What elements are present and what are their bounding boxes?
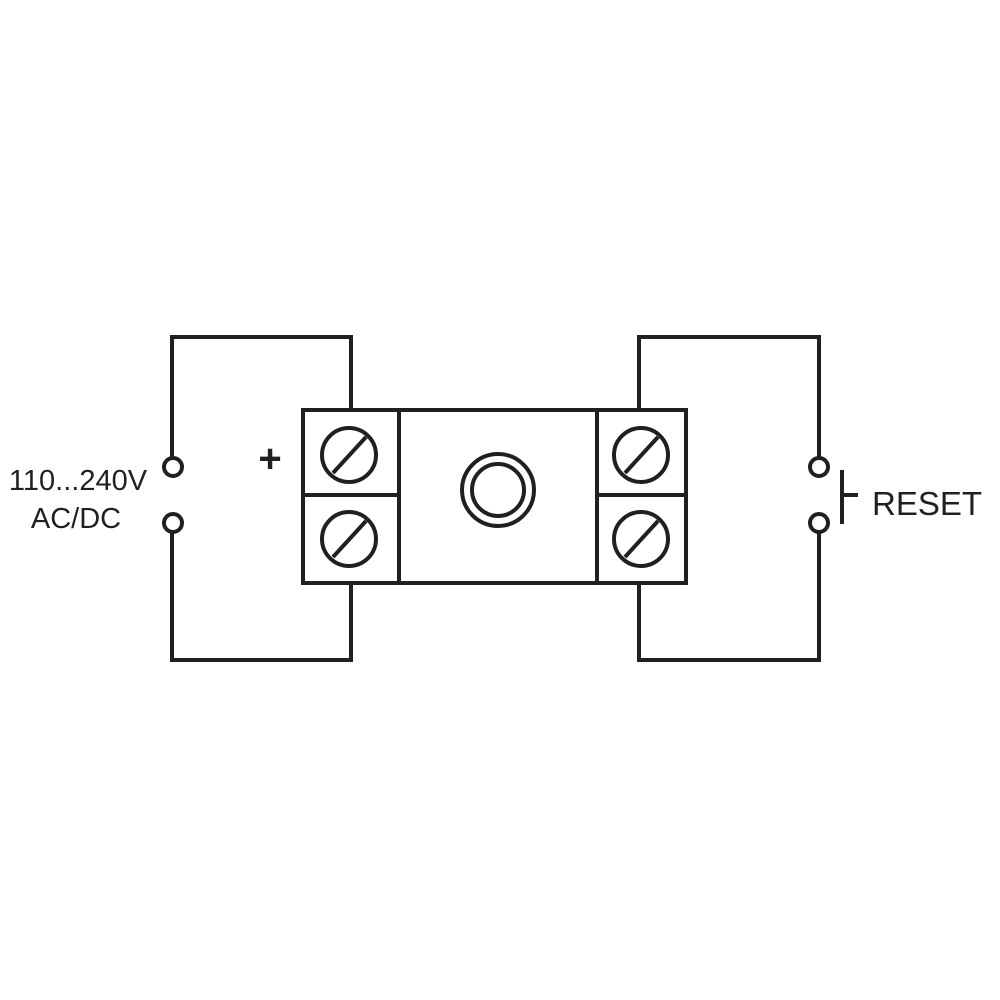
reset-wire-bottom [637,533,821,662]
screw-terminal-right-top-icon [612,426,670,484]
pushbutton-switch-icon [840,470,858,524]
reset-label: RESET [872,485,982,522]
supply-type-label: AC/DC [31,503,121,535]
polarity-plus-label: + [258,437,281,481]
supply-voltage-label: 110...240V [9,465,148,497]
screw-terminal-right-bottom-icon [612,510,670,568]
relay-device [301,408,688,585]
reset-contact-top-icon [808,456,830,478]
reset-wire-top [637,335,821,460]
supply-wiring [162,335,353,662]
indicator-led-icon [460,452,536,528]
supply-wire-top [170,335,353,460]
reset-contact-bottom-icon [808,512,830,534]
supply-wire-bottom [170,533,353,662]
supply-contact-top-icon [162,456,184,478]
supply-contact-bottom-icon [162,512,184,534]
screw-terminal-left-bottom-icon [320,510,378,568]
screw-terminal-left-top-icon [320,426,378,484]
reset-wiring [637,335,858,662]
